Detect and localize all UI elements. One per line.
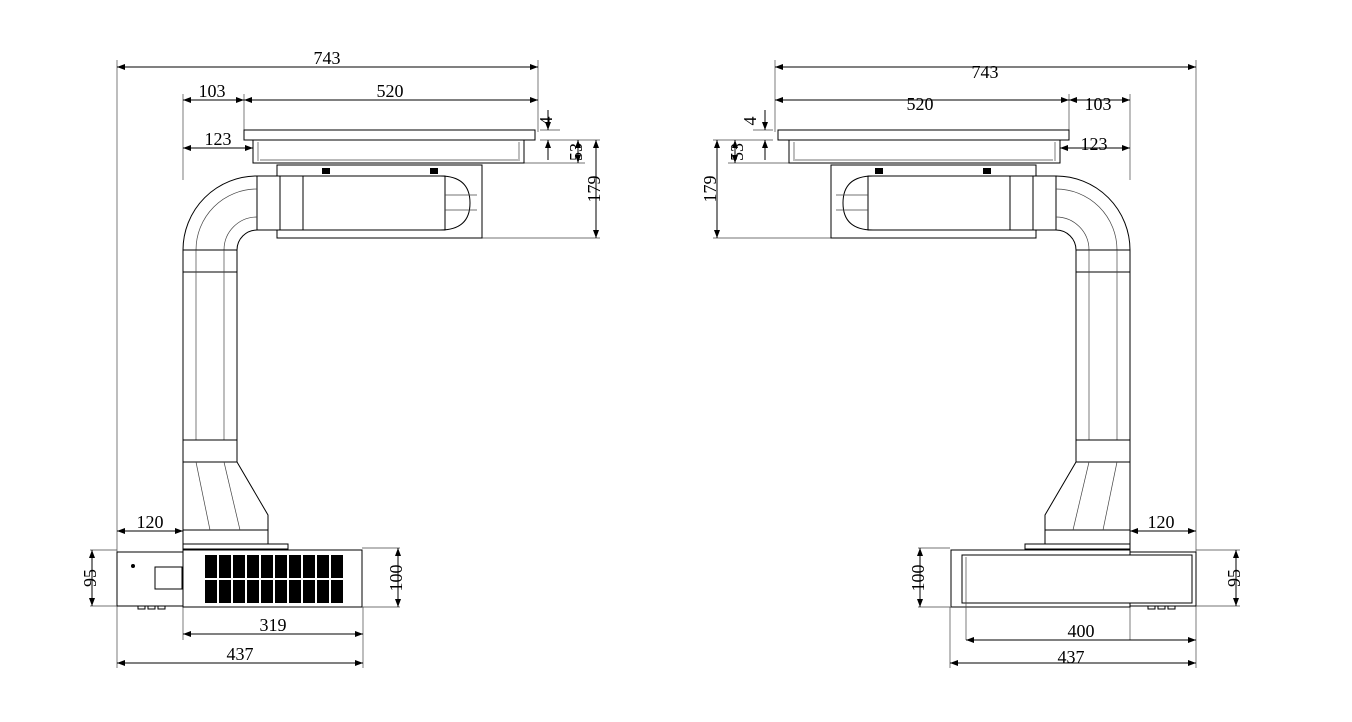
dim-base-width: 437 xyxy=(1058,647,1085,667)
dim-base-height-right: 95 xyxy=(1224,569,1244,587)
left-view: 743 103 520 123 4 53 179 120 95 100 319 … xyxy=(80,48,604,668)
dim-base-height-left: 95 xyxy=(80,569,100,587)
dim-offset-top: 103 xyxy=(1085,94,1112,114)
base-side-panel xyxy=(961,554,1193,604)
dim-base-height-right: 100 xyxy=(386,565,406,592)
dim-overall-depth: 743 xyxy=(314,48,341,68)
dim-inner-width: 400 xyxy=(1068,621,1095,641)
dim-frame-offset: 123 xyxy=(205,129,232,149)
dim-plate-thickness: 4 xyxy=(536,117,556,126)
dim-hob-width: 520 xyxy=(907,94,934,114)
dim-frame-offset: 123 xyxy=(1081,134,1108,154)
dim-fan-width: 319 xyxy=(260,615,287,635)
dim-overall-depth: 743 xyxy=(972,62,999,82)
dim-total-height: 179 xyxy=(584,176,604,203)
dim-base-width: 437 xyxy=(227,644,254,664)
dim-offset-top: 103 xyxy=(199,81,226,101)
dim-plate-thickness: 4 xyxy=(740,117,760,126)
dim-base-height-left: 100 xyxy=(908,565,928,592)
dim-base-offset: 120 xyxy=(1148,512,1175,532)
dim-frame-height: 53 xyxy=(566,143,586,161)
dim-total-height: 179 xyxy=(700,176,720,203)
fan-grille xyxy=(205,555,343,603)
dim-base-offset: 120 xyxy=(137,512,164,532)
dim-frame-height: 53 xyxy=(727,143,747,161)
dim-hob-width: 520 xyxy=(377,81,404,101)
right-view: 743 520 103 4 53 123 179 120 100 95 400 … xyxy=(700,60,1244,668)
